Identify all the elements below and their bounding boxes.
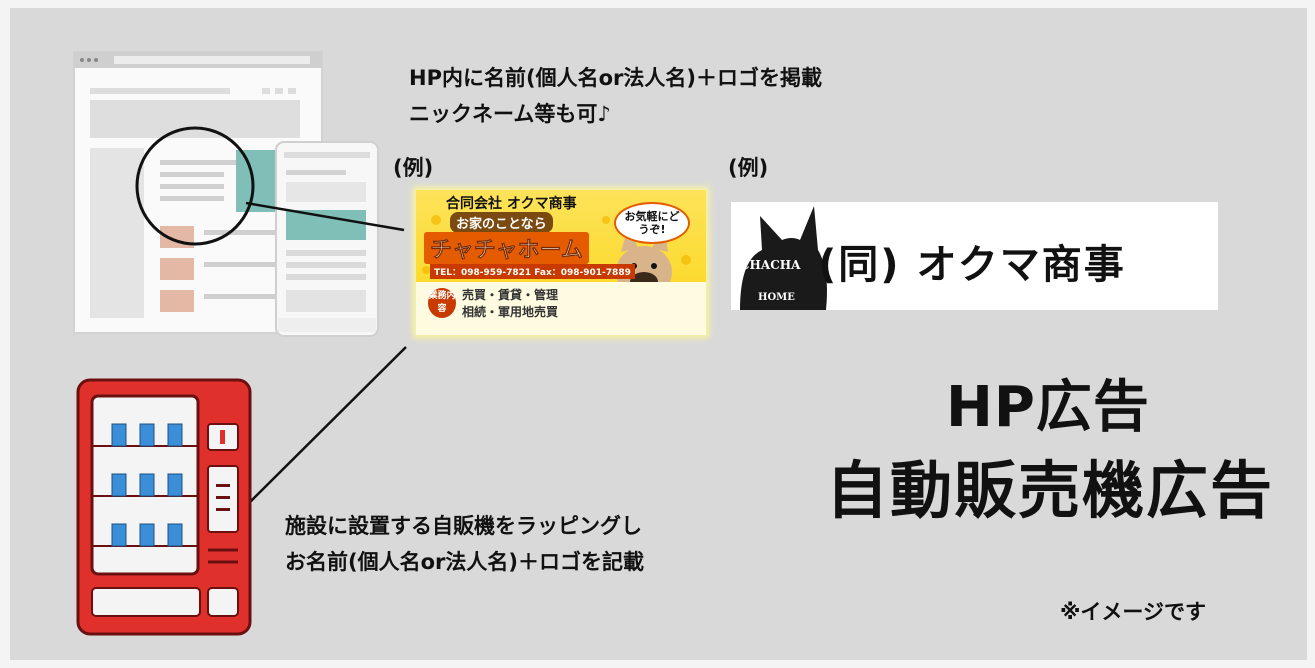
image-note: ※イメージです: [1060, 600, 1206, 624]
banner-services-line-1: 売買・賃貸・管理: [462, 288, 559, 302]
example-label-logo: (例): [728, 156, 769, 180]
banner-phone: TEL：098-959-7821 Fax：098-901-7889: [430, 264, 635, 279]
banner-speech-bubble: お気軽にどうぞ!: [614, 202, 690, 244]
title-vending-ad: 自動販売機広告: [826, 454, 1275, 527]
banner-services-line-2: 相続・軍用地売買: [462, 305, 559, 319]
connector-line-hp: [245, 201, 405, 232]
banner-ad-example: 合同会社 オクマ商事 お家のことなら チャチャホーム お気軽にどうぞ! TEL：…: [416, 190, 706, 335]
banner-services-panel: [416, 282, 706, 335]
magnifier-circle: [135, 126, 255, 246]
banner-business-tag: 業務内容: [428, 288, 456, 318]
connector-line-vending: [246, 346, 407, 506]
hp-caption-line-2: ニックネーム等も可♪: [409, 102, 611, 126]
banner-company: 合同会社 オクマ商事: [446, 196, 577, 212]
vending-caption-line-1: 施設に設置する自販機をラッピングし: [285, 514, 642, 538]
example-label-banner: (例): [393, 156, 434, 180]
smartphone-icon: [275, 141, 379, 337]
logo-word-bottom: HOME: [758, 292, 795, 303]
logo-word-top: CHACHA: [740, 258, 801, 272]
title-hp-ad: HP広告: [946, 375, 1150, 440]
vending-caption-line-2: お名前(個人名or法人名)＋ロゴを記載: [285, 550, 644, 574]
banner-subtitle: お家のことなら: [450, 212, 553, 233]
banner-brand-name: チャチャホーム: [424, 232, 589, 264]
hp-caption-line-1: HP内に名前(個人名or法人名)＋ロゴを掲載: [409, 66, 822, 90]
logo-company-name: (同) オクマ商事: [818, 242, 1126, 288]
vending-machine-icon: [76, 378, 252, 636]
